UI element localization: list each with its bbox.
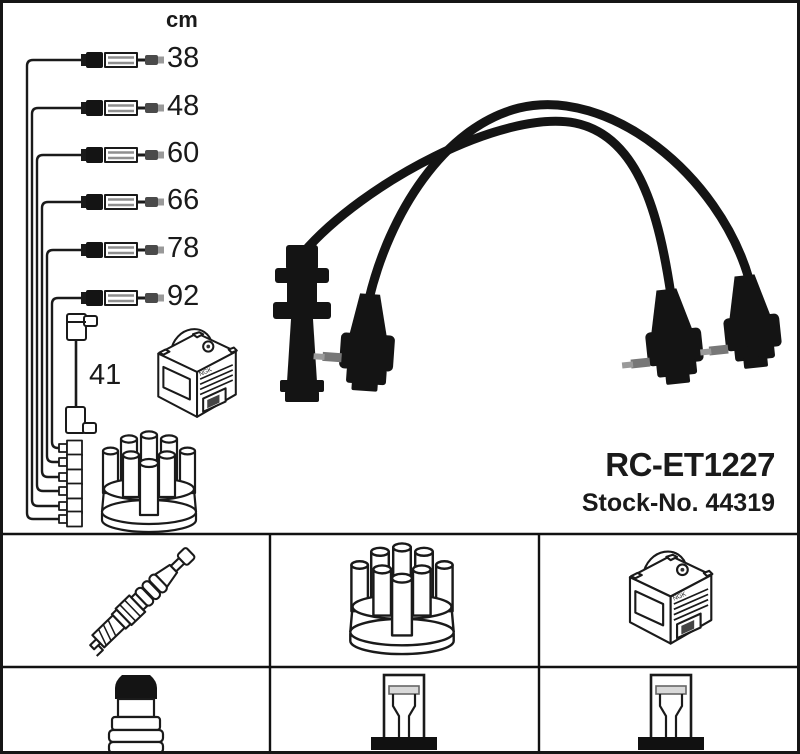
- ignition-cable-photo-2: [364, 100, 754, 304]
- cable-length-1: 38: [167, 42, 200, 74]
- distributor-end-stack: [58, 439, 83, 528]
- plug-boot-icon: [107, 675, 165, 751]
- product-photo: [273, 100, 782, 402]
- plug-connector-icon-1: [369, 673, 439, 751]
- legend-grid-lines: [3, 532, 797, 751]
- cable-length-2: 48: [167, 90, 200, 122]
- coil-cable-length: 41: [89, 359, 122, 391]
- distributor-cap-drawing-small: [100, 430, 198, 534]
- technical-drawing-canvas: NGK: [3, 50, 797, 751]
- cable-length-5: 78: [167, 232, 200, 264]
- length-diagram: [25, 50, 238, 534]
- distributor-cap-icon: [349, 542, 455, 656]
- cable-row-ends: [79, 50, 166, 308]
- plug-boot-photo-3: [700, 274, 782, 369]
- coil-boot-photo: [273, 245, 331, 402]
- cable-length-6: 92: [167, 280, 200, 312]
- ignition-coil-icon: [628, 550, 714, 645]
- ignition-cable-photo-1: [298, 116, 676, 300]
- unit-label: cm: [166, 7, 198, 32]
- part-number: RC-ET1227: [605, 446, 775, 483]
- coil-wire-drawing: [65, 313, 98, 434]
- spark-plug-icon: [89, 547, 196, 657]
- plug-boot-photo-2: [621, 288, 704, 385]
- plug-connector-icon-2: [636, 673, 706, 751]
- ignition-coil-drawing-small: [157, 328, 238, 418]
- plug-boot-photo-1: [313, 293, 395, 392]
- cable-length-3: 60: [167, 137, 200, 169]
- cable-length-4: 66: [167, 184, 200, 216]
- length-bracket-lines: [25, 58, 81, 521]
- stock-number: Stock-No. 44319: [581, 489, 775, 517]
